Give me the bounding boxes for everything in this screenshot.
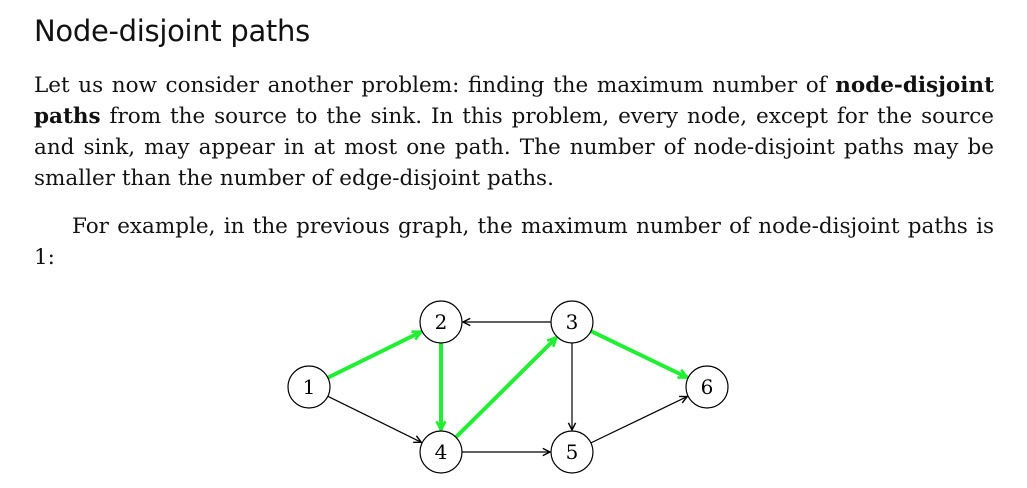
- paragraph-intro-lead: Let us now consider another problem: fin…: [34, 73, 836, 98]
- node-circle-3: [550, 300, 594, 344]
- graph-node-6: 6: [685, 365, 729, 409]
- paragraph-intro: Let us now consider another problem: fin…: [34, 70, 994, 194]
- edge-1-to-4: [327, 395, 421, 442]
- node-circle-4: [419, 430, 463, 474]
- node-label-3: 3: [566, 310, 579, 334]
- node-circle-5: [550, 430, 594, 474]
- paragraph-example: For example, in the previous graph, the …: [34, 214, 994, 270]
- edge-1-to-2-highlighted: [326, 329, 421, 380]
- paragraph-intro-bold-term: node-disjoint paths: [34, 73, 994, 129]
- graph-node-3: 3: [550, 300, 594, 344]
- node-label-5: 5: [566, 440, 579, 464]
- node-circle-6: [685, 365, 729, 409]
- edge-4-to-3-highlighted: [454, 337, 556, 439]
- graph-node-4: 4: [419, 430, 463, 474]
- paragraph-intro-tail: from the source to the sink. In this pro…: [34, 104, 994, 191]
- graph-node-2: 2: [419, 300, 463, 344]
- edge-3-to-6-highlighted: [590, 329, 687, 380]
- section-heading: Node-disjoint paths: [34, 14, 310, 48]
- node-label-2: 2: [435, 310, 448, 334]
- edge-5-to-6: [590, 397, 687, 444]
- node-label-4: 4: [435, 440, 448, 464]
- node-label-6: 6: [701, 375, 714, 399]
- graph-node-1: 1: [287, 365, 331, 409]
- graph-node-5: 5: [550, 430, 594, 474]
- node-label-1: 1: [303, 375, 316, 399]
- node-circle-1: [287, 365, 331, 409]
- node-circle-2: [419, 300, 463, 344]
